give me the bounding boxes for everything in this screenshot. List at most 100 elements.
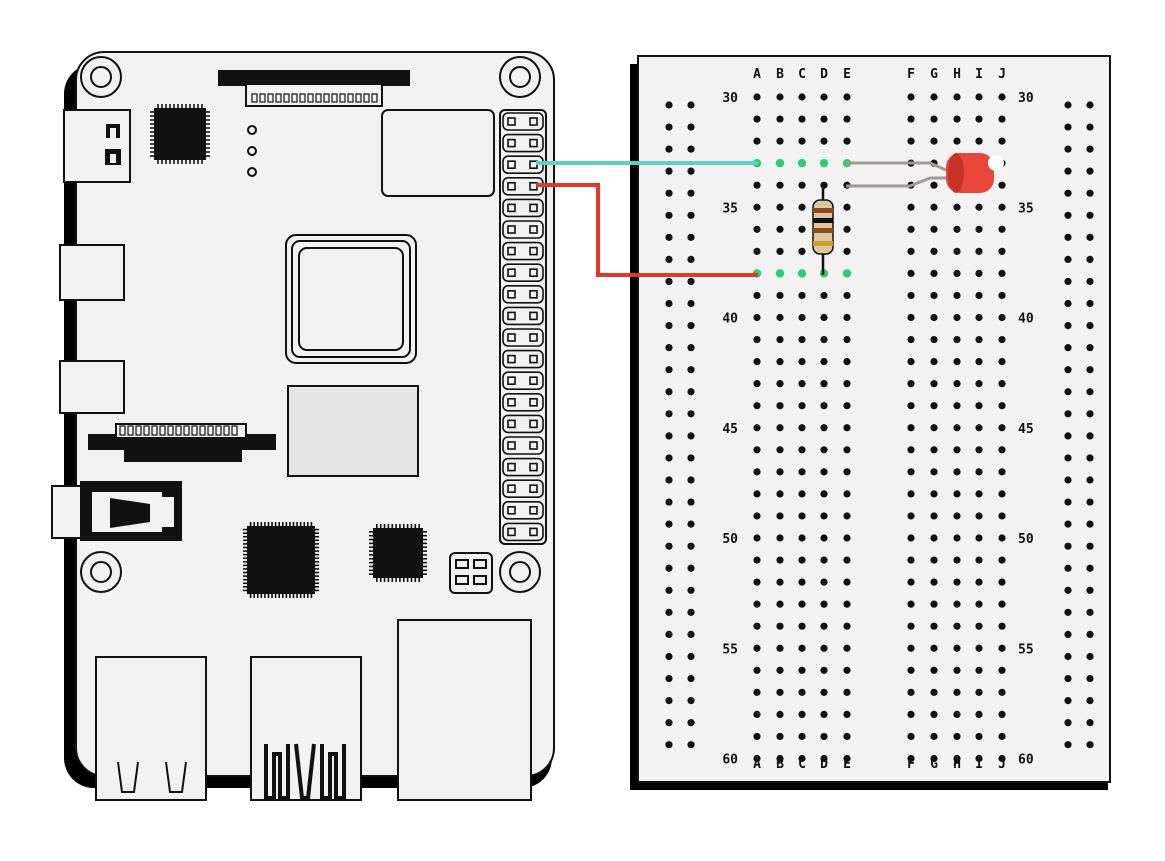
power-rail-hole[interactable]: [665, 586, 673, 594]
power-rail-hole[interactable]: [687, 741, 695, 749]
power-rail-hole[interactable]: [1086, 366, 1094, 374]
power-rail-hole[interactable]: [1086, 652, 1094, 661]
power-rail-hole[interactable]: [687, 167, 695, 175]
power-rail-hole[interactable]: [1064, 255, 1072, 263]
breadboard-hole[interactable]: [930, 688, 938, 696]
breadboard-hole[interactable]: [820, 490, 828, 498]
breadboard-hole[interactable]: [953, 578, 961, 586]
breadboard-hole[interactable]: [798, 512, 806, 520]
breadboard-hole[interactable]: [776, 115, 784, 123]
breadboard-hole[interactable]: [975, 644, 983, 652]
breadboard-hole[interactable]: [776, 688, 784, 696]
power-rail-hole[interactable]: [687, 233, 695, 241]
breadboard-hole[interactable]: [843, 688, 851, 696]
breadboard-hole[interactable]: [975, 313, 983, 322]
power-rail-hole[interactable]: [687, 476, 695, 484]
breadboard-hole[interactable]: [930, 358, 938, 366]
power-rail-hole[interactable]: [1086, 255, 1094, 263]
breadboard-hole[interactable]: [776, 247, 784, 255]
breadboard-hole[interactable]: [953, 402, 961, 410]
power-rail-hole[interactable]: [1086, 741, 1094, 749]
breadboard-hole[interactable]: [798, 358, 806, 366]
breadboard-hole[interactable]: [998, 446, 1006, 454]
breadboard-hole[interactable]: [843, 358, 851, 366]
power-rail-hole[interactable]: [665, 652, 673, 661]
power-rail-hole[interactable]: [665, 388, 673, 396]
breadboard-hole[interactable]: [930, 534, 938, 542]
breadboard-hole[interactable]: [975, 490, 983, 498]
power-rail-hole[interactable]: [1064, 123, 1072, 131]
power-rail-hole[interactable]: [1086, 608, 1094, 616]
breadboard-hole[interactable]: [843, 402, 851, 410]
power-rail-hole[interactable]: [1086, 719, 1094, 727]
power-rail-hole[interactable]: [1064, 697, 1072, 705]
breadboard-hole[interactable]: [776, 468, 784, 476]
power-rail-hole[interactable]: [687, 498, 695, 506]
breadboard-hole[interactable]: [798, 203, 806, 211]
breadboard-hole[interactable]: [998, 622, 1006, 630]
power-rail-hole[interactable]: [1064, 299, 1072, 308]
breadboard-hole[interactable]: [975, 269, 983, 277]
power-rail-hole[interactable]: [665, 211, 673, 219]
breadboard-hole[interactable]: [798, 754, 806, 763]
power-rail-hole[interactable]: [1064, 388, 1072, 396]
breadboard-hole[interactable]: [975, 93, 983, 101]
breadboard-hole[interactable]: [753, 710, 761, 719]
breadboard-hole[interactable]: [998, 424, 1006, 432]
breadboard-hole[interactable]: [776, 622, 784, 630]
power-rail-hole[interactable]: [1064, 277, 1072, 286]
breadboard-hole[interactable]: [776, 137, 784, 145]
breadboard-hole[interactable]: [907, 666, 915, 674]
power-rail-hole[interactable]: [1064, 586, 1072, 594]
breadboard-hole[interactable]: [998, 644, 1006, 652]
breadboard-hole[interactable]: [930, 622, 938, 630]
power-rail-hole[interactable]: [1086, 388, 1094, 396]
breadboard-hole[interactable]: [843, 446, 851, 454]
power-rail-hole[interactable]: [1086, 564, 1094, 572]
breadboard-hole[interactable]: [953, 335, 961, 344]
breadboard-hole[interactable]: [907, 512, 915, 520]
power-rail-hole[interactable]: [665, 432, 673, 440]
breadboard-hole[interactable]: [998, 313, 1006, 322]
breadboard-hole[interactable]: [843, 578, 851, 586]
power-rail-hole[interactable]: [665, 520, 673, 528]
breadboard-hole[interactable]: [907, 93, 915, 101]
breadboard-hole[interactable]: [798, 380, 806, 388]
breadboard-hole[interactable]: [953, 754, 961, 763]
breadboard-hole[interactable]: [776, 512, 784, 520]
power-rail-hole[interactable]: [1086, 211, 1094, 219]
breadboard-hole[interactable]: [998, 137, 1006, 145]
breadboard-hole[interactable]: [753, 688, 761, 696]
breadboard-hole[interactable]: [819, 158, 829, 168]
breadboard-hole[interactable]: [998, 291, 1006, 300]
breadboard-hole[interactable]: [843, 622, 851, 630]
breadboard-hole[interactable]: [753, 424, 761, 432]
breadboard-hole[interactable]: [953, 556, 961, 564]
power-rail-hole[interactable]: [687, 564, 695, 572]
breadboard-hole[interactable]: [753, 93, 761, 101]
breadboard-hole[interactable]: [776, 291, 784, 300]
breadboard-hole[interactable]: [753, 754, 761, 763]
power-rail-hole[interactable]: [687, 388, 695, 396]
breadboard-hole[interactable]: [820, 754, 828, 763]
power-rail-hole[interactable]: [665, 454, 673, 462]
breadboard-hole[interactable]: [753, 181, 761, 189]
power-rail-hole[interactable]: [1064, 498, 1072, 506]
breadboard-hole[interactable]: [753, 578, 761, 586]
breadboard-hole[interactable]: [753, 622, 761, 630]
power-rail-hole[interactable]: [687, 542, 695, 550]
breadboard-hole[interactable]: [930, 490, 938, 498]
breadboard-hole[interactable]: [998, 534, 1006, 542]
power-rail-hole[interactable]: [1064, 476, 1072, 484]
power-rail-hole[interactable]: [1086, 233, 1094, 241]
breadboard-hole[interactable]: [907, 115, 915, 123]
breadboard-hole[interactable]: [953, 424, 961, 432]
breadboard-hole[interactable]: [843, 512, 851, 520]
power-rail-hole[interactable]: [687, 697, 695, 705]
breadboard-hole[interactable]: [820, 424, 828, 432]
breadboard-hole[interactable]: [843, 556, 851, 564]
power-rail-hole[interactable]: [1086, 322, 1094, 330]
breadboard-hole[interactable]: [930, 313, 938, 322]
power-rail-hole[interactable]: [1064, 674, 1072, 683]
breadboard-hole[interactable]: [975, 225, 983, 233]
